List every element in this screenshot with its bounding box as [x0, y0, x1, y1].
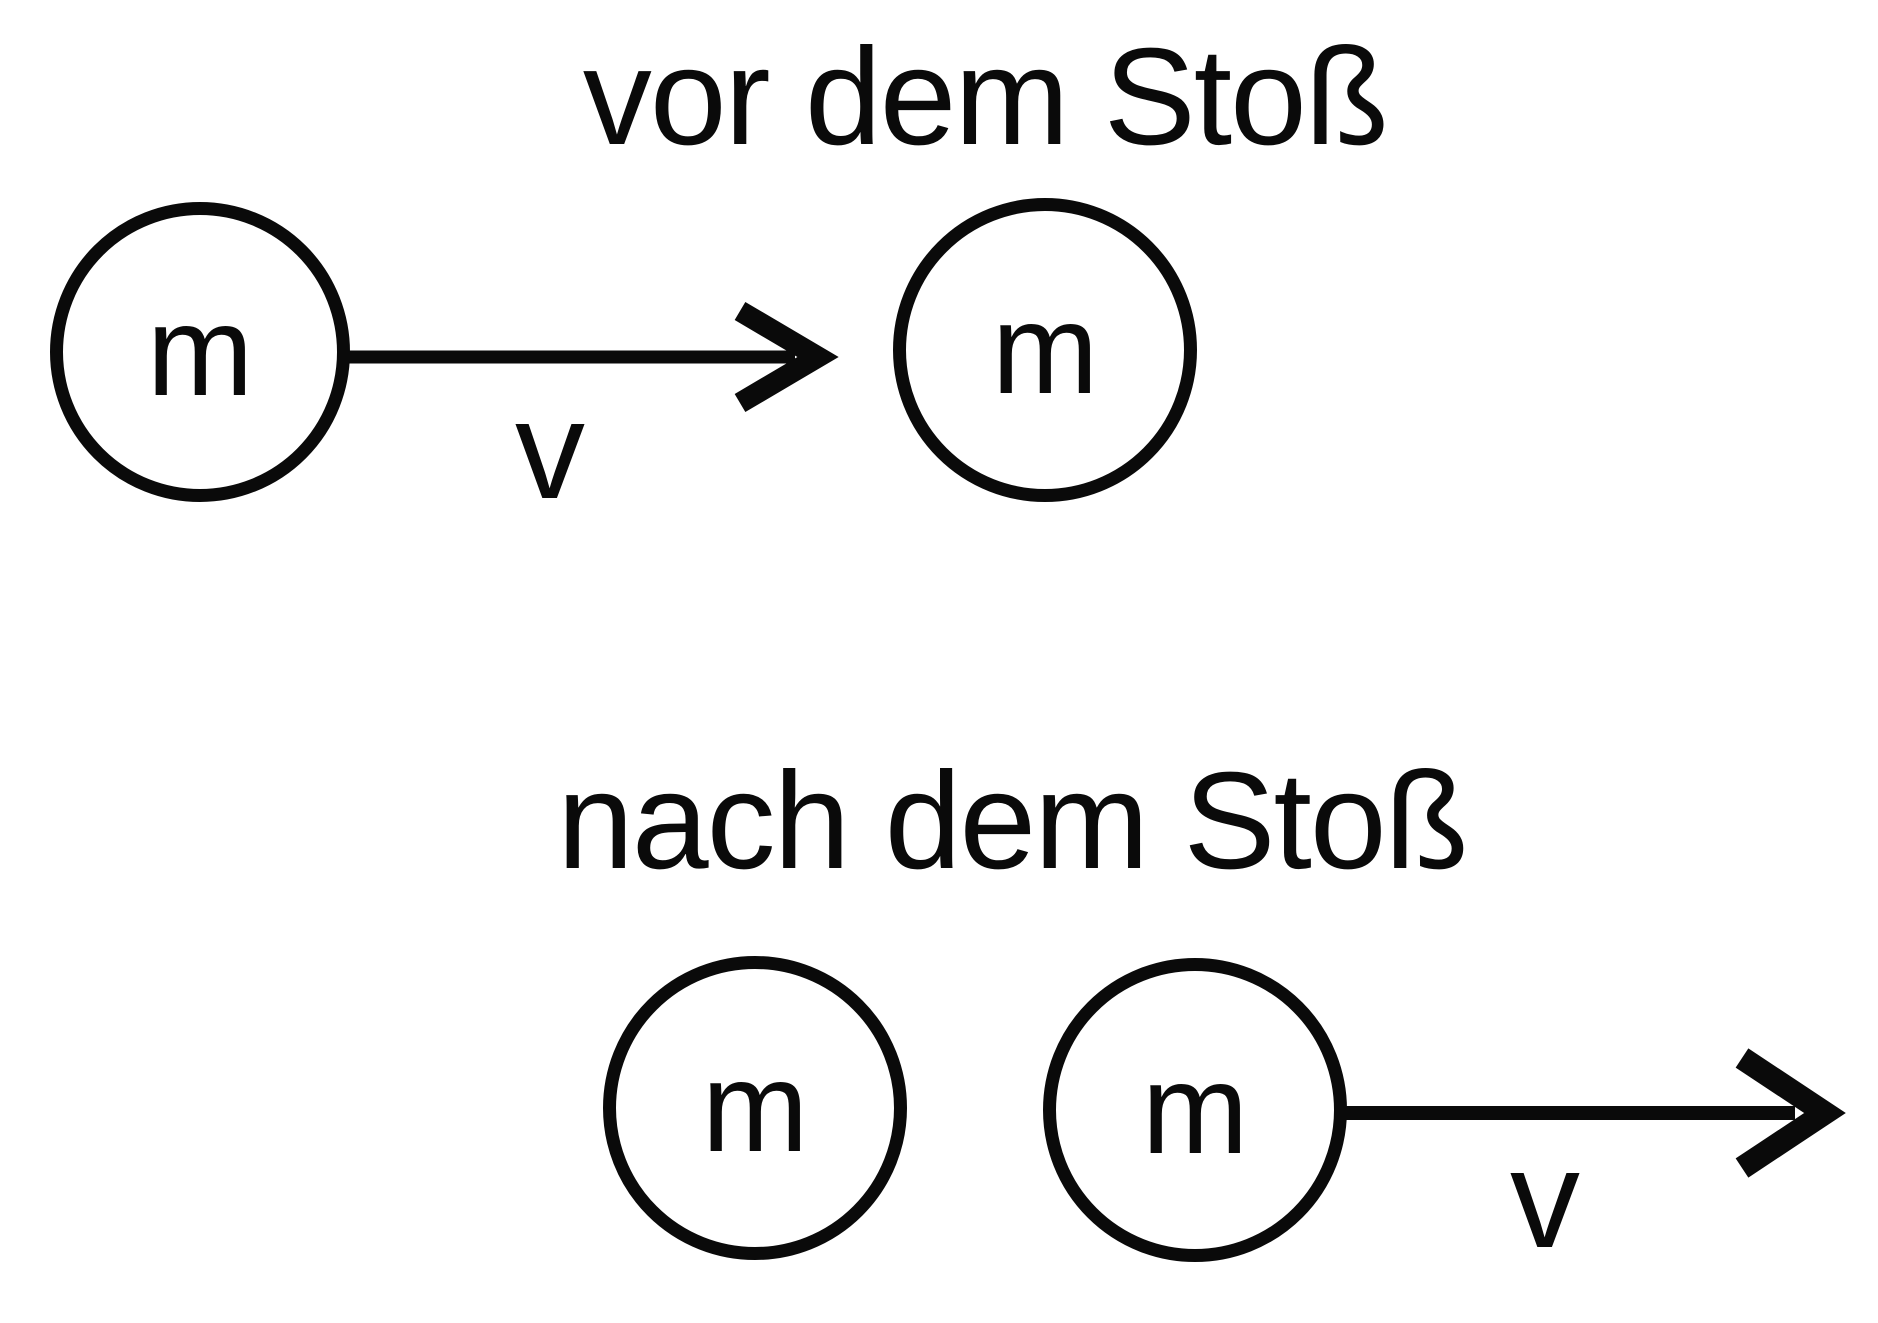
after-section-title: nach dem Stoß [557, 744, 1469, 898]
mass-label: m [991, 278, 1099, 421]
before-section-title: vor dem Stoß [582, 20, 1389, 174]
arrow-head [1735, 1048, 1846, 1178]
velocity-arrow-before [345, 301, 839, 413]
mass-circle-after-right: m [1043, 958, 1347, 1262]
mass-label: m [701, 1036, 809, 1179]
mass-label: m [146, 280, 254, 423]
velocity-label-after: v [1510, 1120, 1580, 1277]
velocity-label-before: v [515, 371, 585, 528]
mass-label: m [1141, 1038, 1249, 1181]
mass-circle-before-right: m [893, 198, 1197, 502]
arrow-head [734, 301, 839, 413]
mass-circle-after-left: m [603, 956, 907, 1260]
mass-circle-before-left: m [50, 202, 350, 502]
velocity-arrow-after [1345, 1048, 1846, 1178]
